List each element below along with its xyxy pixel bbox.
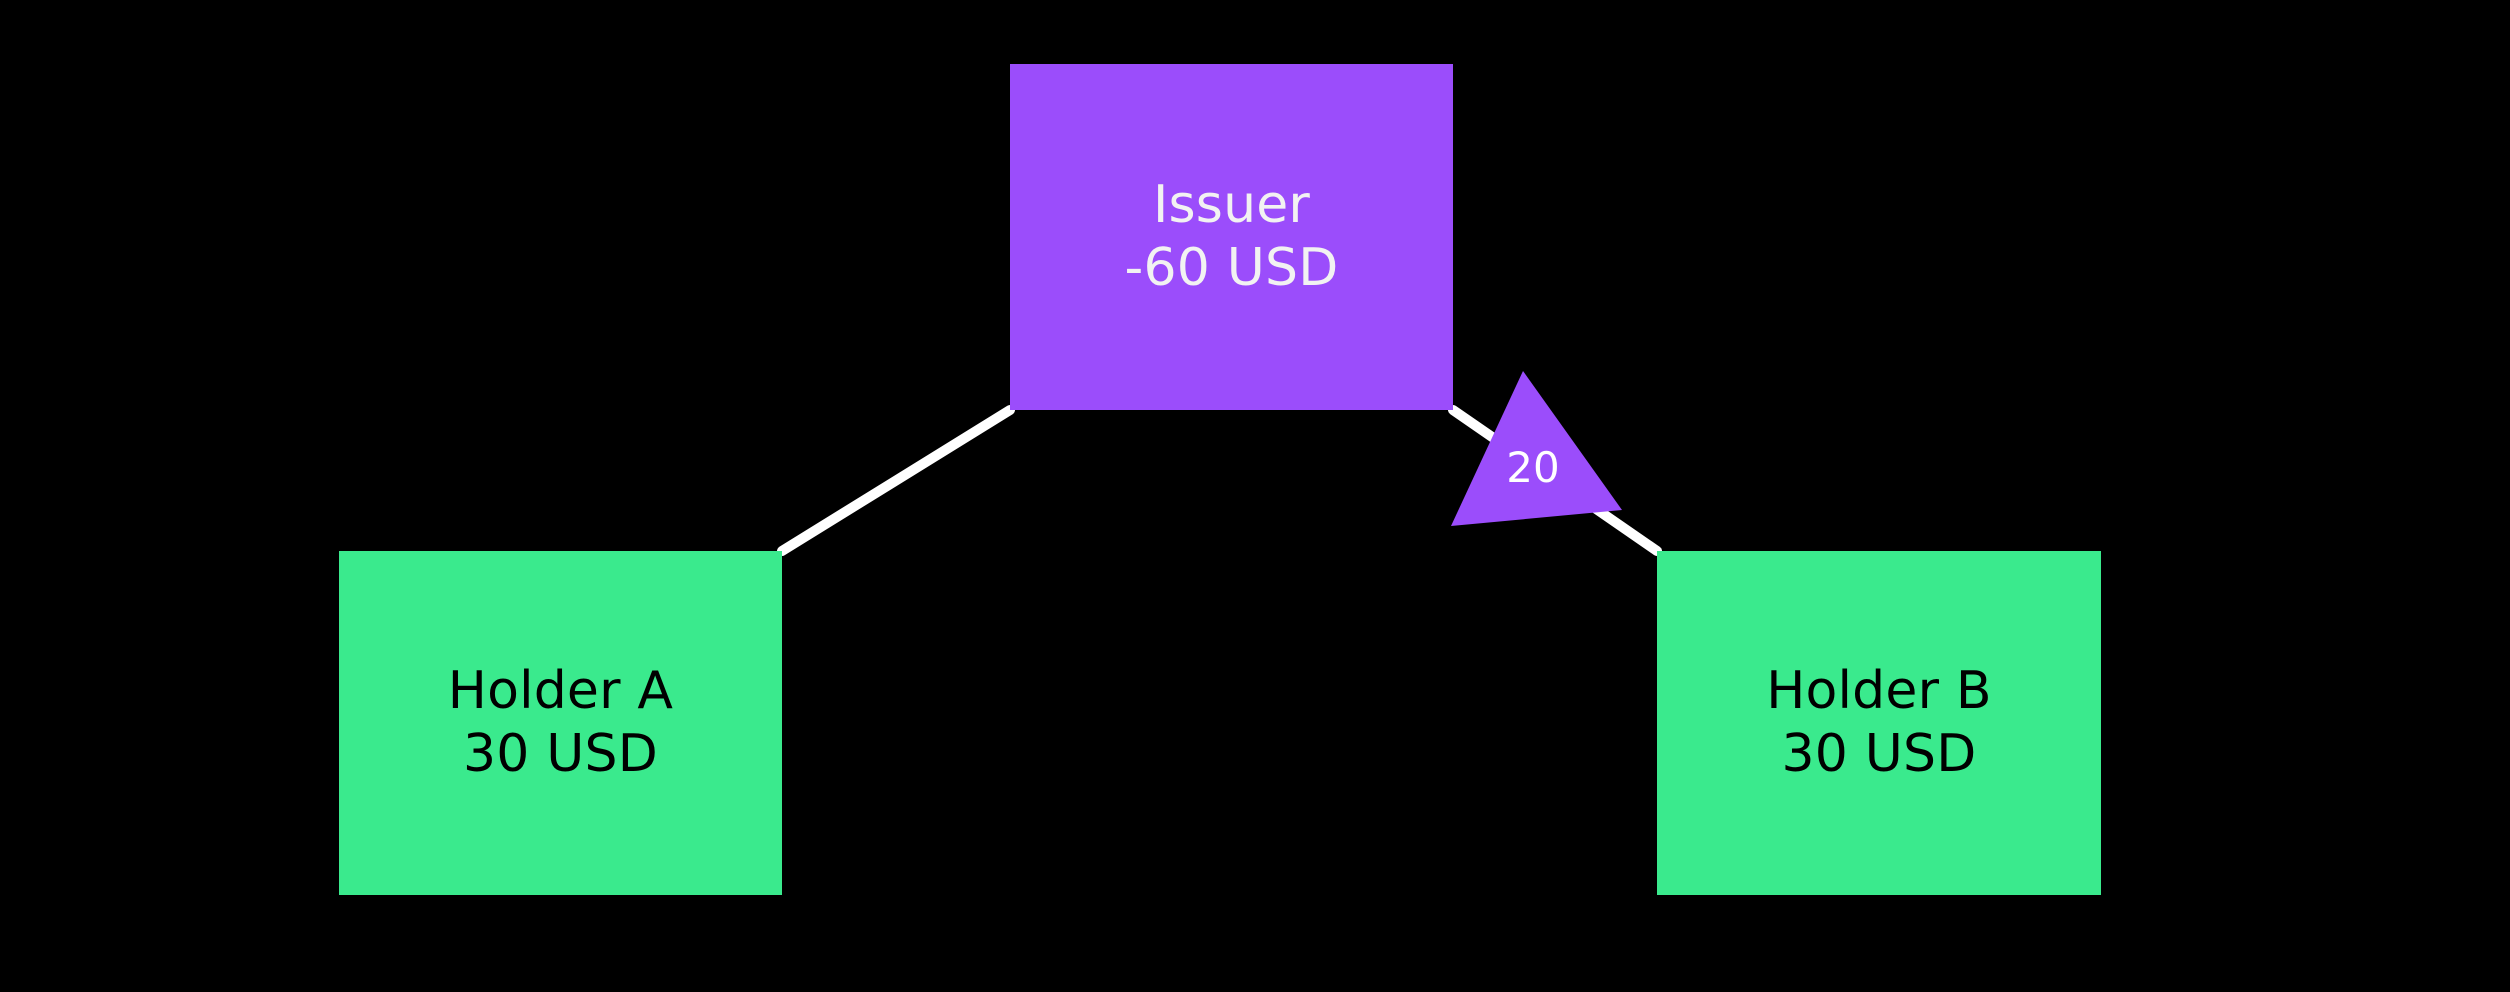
edge-issuer-to-holder-b[interactable] (1448, 405, 1662, 556)
transfer-marker-triangle-icon (1451, 371, 1622, 526)
node-holder-a-amount: 30 USD (462, 724, 658, 784)
edge-label-transfer: 20 (1506, 443, 1560, 492)
node-holder-b-title: Holder B (1766, 660, 1992, 721)
node-holder-b[interactable]: Holder B 30 USD (1657, 551, 2101, 895)
node-issuer-title: Issuer (1152, 174, 1311, 235)
node-holder-a[interactable]: Holder A 30 USD (339, 551, 782, 895)
node-holder-b-amount: 30 USD (1781, 724, 1977, 784)
edge-issuer-to-holder-a[interactable] (777, 405, 1015, 556)
node-holder-a-title: Holder A (447, 660, 674, 721)
node-issuer-amount: -60 USD (1124, 238, 1339, 298)
node-issuer[interactable]: Issuer -60 USD (1010, 64, 1453, 410)
